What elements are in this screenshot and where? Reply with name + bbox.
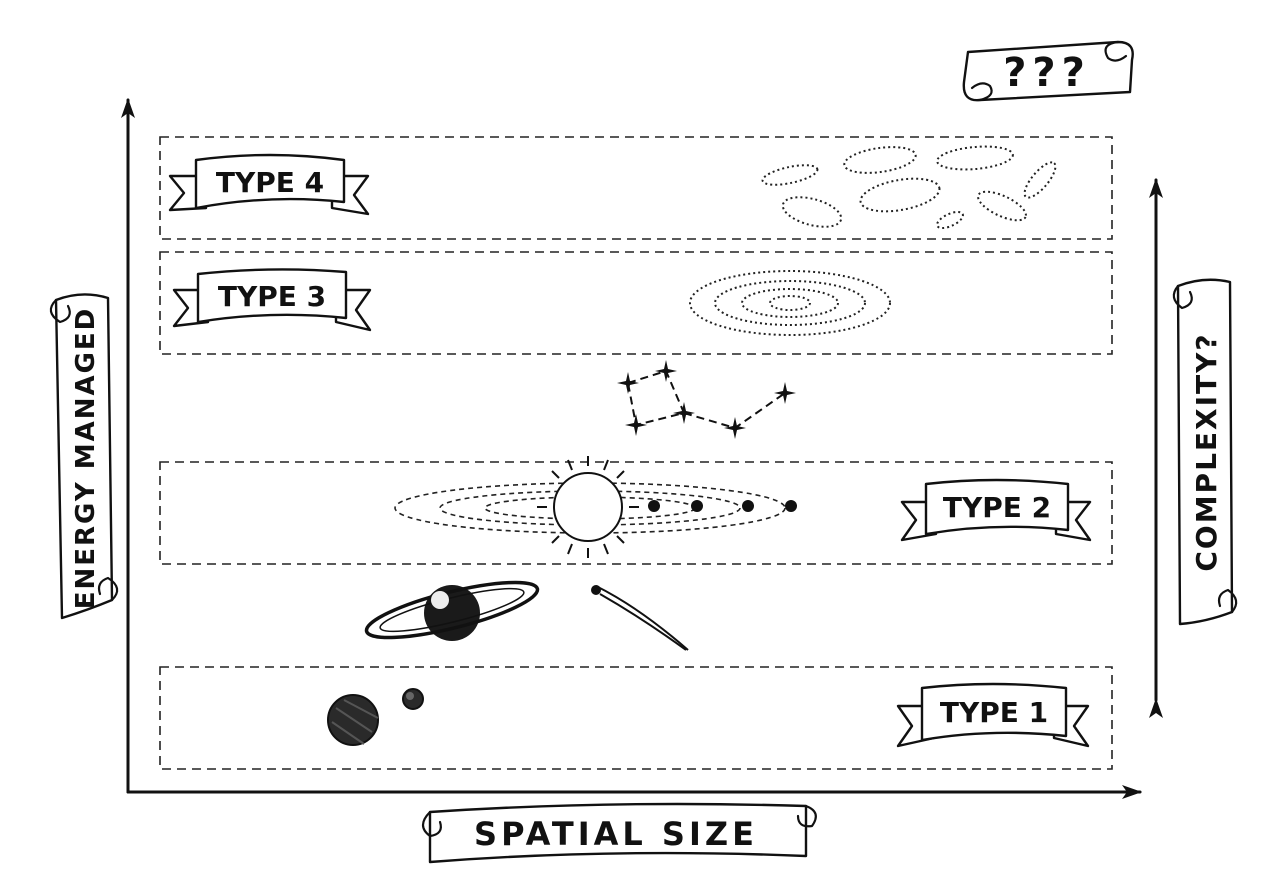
comet-illustration	[591, 585, 689, 651]
constellation-illustration	[617, 360, 796, 439]
type-1-banner: TYPE 1	[896, 682, 1090, 748]
type-4-label: TYPE 4	[216, 166, 324, 199]
type-3-banner: TYPE 3	[172, 268, 372, 332]
band-type-1	[159, 666, 1113, 770]
galaxy-illustration	[689, 270, 891, 336]
type-2-banner: TYPE 2	[900, 478, 1092, 542]
galaxy-cluster-illustration	[761, 145, 1057, 230]
complexity-label: COMPLEXITY?	[1190, 332, 1223, 571]
complexity-scroll: COMPLEXITY?	[1172, 278, 1238, 626]
band-type-2	[159, 461, 1113, 565]
spatial-size-scroll: SPATIAL SIZE	[421, 802, 817, 864]
type-3-label: TYPE 3	[218, 280, 326, 313]
energy-managed-scroll: ENERGY MANAGED	[49, 293, 119, 620]
planet-illustration	[327, 688, 424, 746]
unknown-scroll: ???	[962, 40, 1134, 102]
ringed-planet-illustration	[364, 580, 540, 641]
star-system-illustration	[394, 456, 797, 558]
y-axis-label: ENERGY MANAGED	[71, 307, 101, 610]
type-1-label: TYPE 1	[940, 696, 1048, 729]
type-4-banner: TYPE 4	[168, 153, 370, 216]
sun-icon	[553, 472, 623, 542]
band-type-3	[159, 251, 1113, 355]
band-type-4	[159, 136, 1113, 240]
unknown-label: ???	[1003, 50, 1091, 96]
type-2-label: TYPE 2	[943, 491, 1051, 524]
x-axis-label: SPATIAL SIZE	[474, 815, 758, 853]
